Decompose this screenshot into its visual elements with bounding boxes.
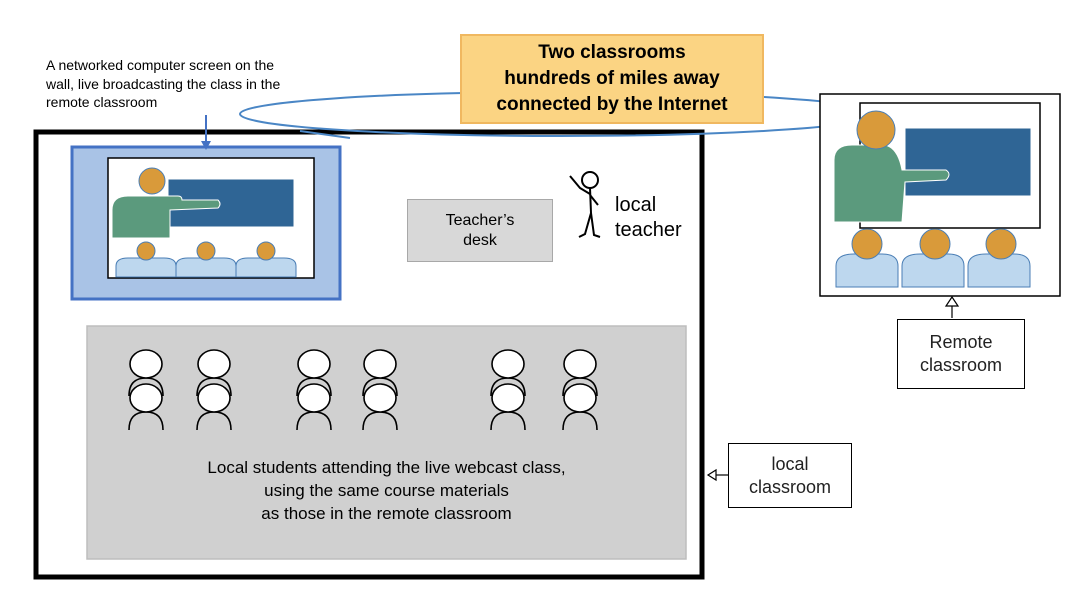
remote-teacher-head xyxy=(856,110,896,150)
remote-label-arrow xyxy=(944,295,960,318)
wall-screen-teacher-head xyxy=(138,167,166,195)
title-box: Two classrooms hundreds of miles away co… xyxy=(460,34,764,124)
teacher-desk: Teacher’s desk xyxy=(407,199,553,262)
remote-blackboard xyxy=(904,127,1032,197)
wall-screen-teacher xyxy=(111,195,221,239)
remote-classroom-label: Remote classroom xyxy=(897,319,1025,389)
note-arrow-head xyxy=(201,141,211,150)
remote-students xyxy=(835,228,1031,288)
remote-teacher xyxy=(833,144,950,223)
local-classroom-label: local classroom xyxy=(728,443,852,508)
local-teacher-label: local teacher xyxy=(615,194,682,241)
wall-screen-students xyxy=(115,241,297,278)
internet-link-tail xyxy=(299,130,351,139)
screen-note: A networked computer screen on the wall,… xyxy=(46,57,281,110)
stick-figure-icon xyxy=(569,171,601,238)
students-note: Local students attending the live webcas… xyxy=(207,458,566,523)
local-label-arrow xyxy=(706,468,728,482)
